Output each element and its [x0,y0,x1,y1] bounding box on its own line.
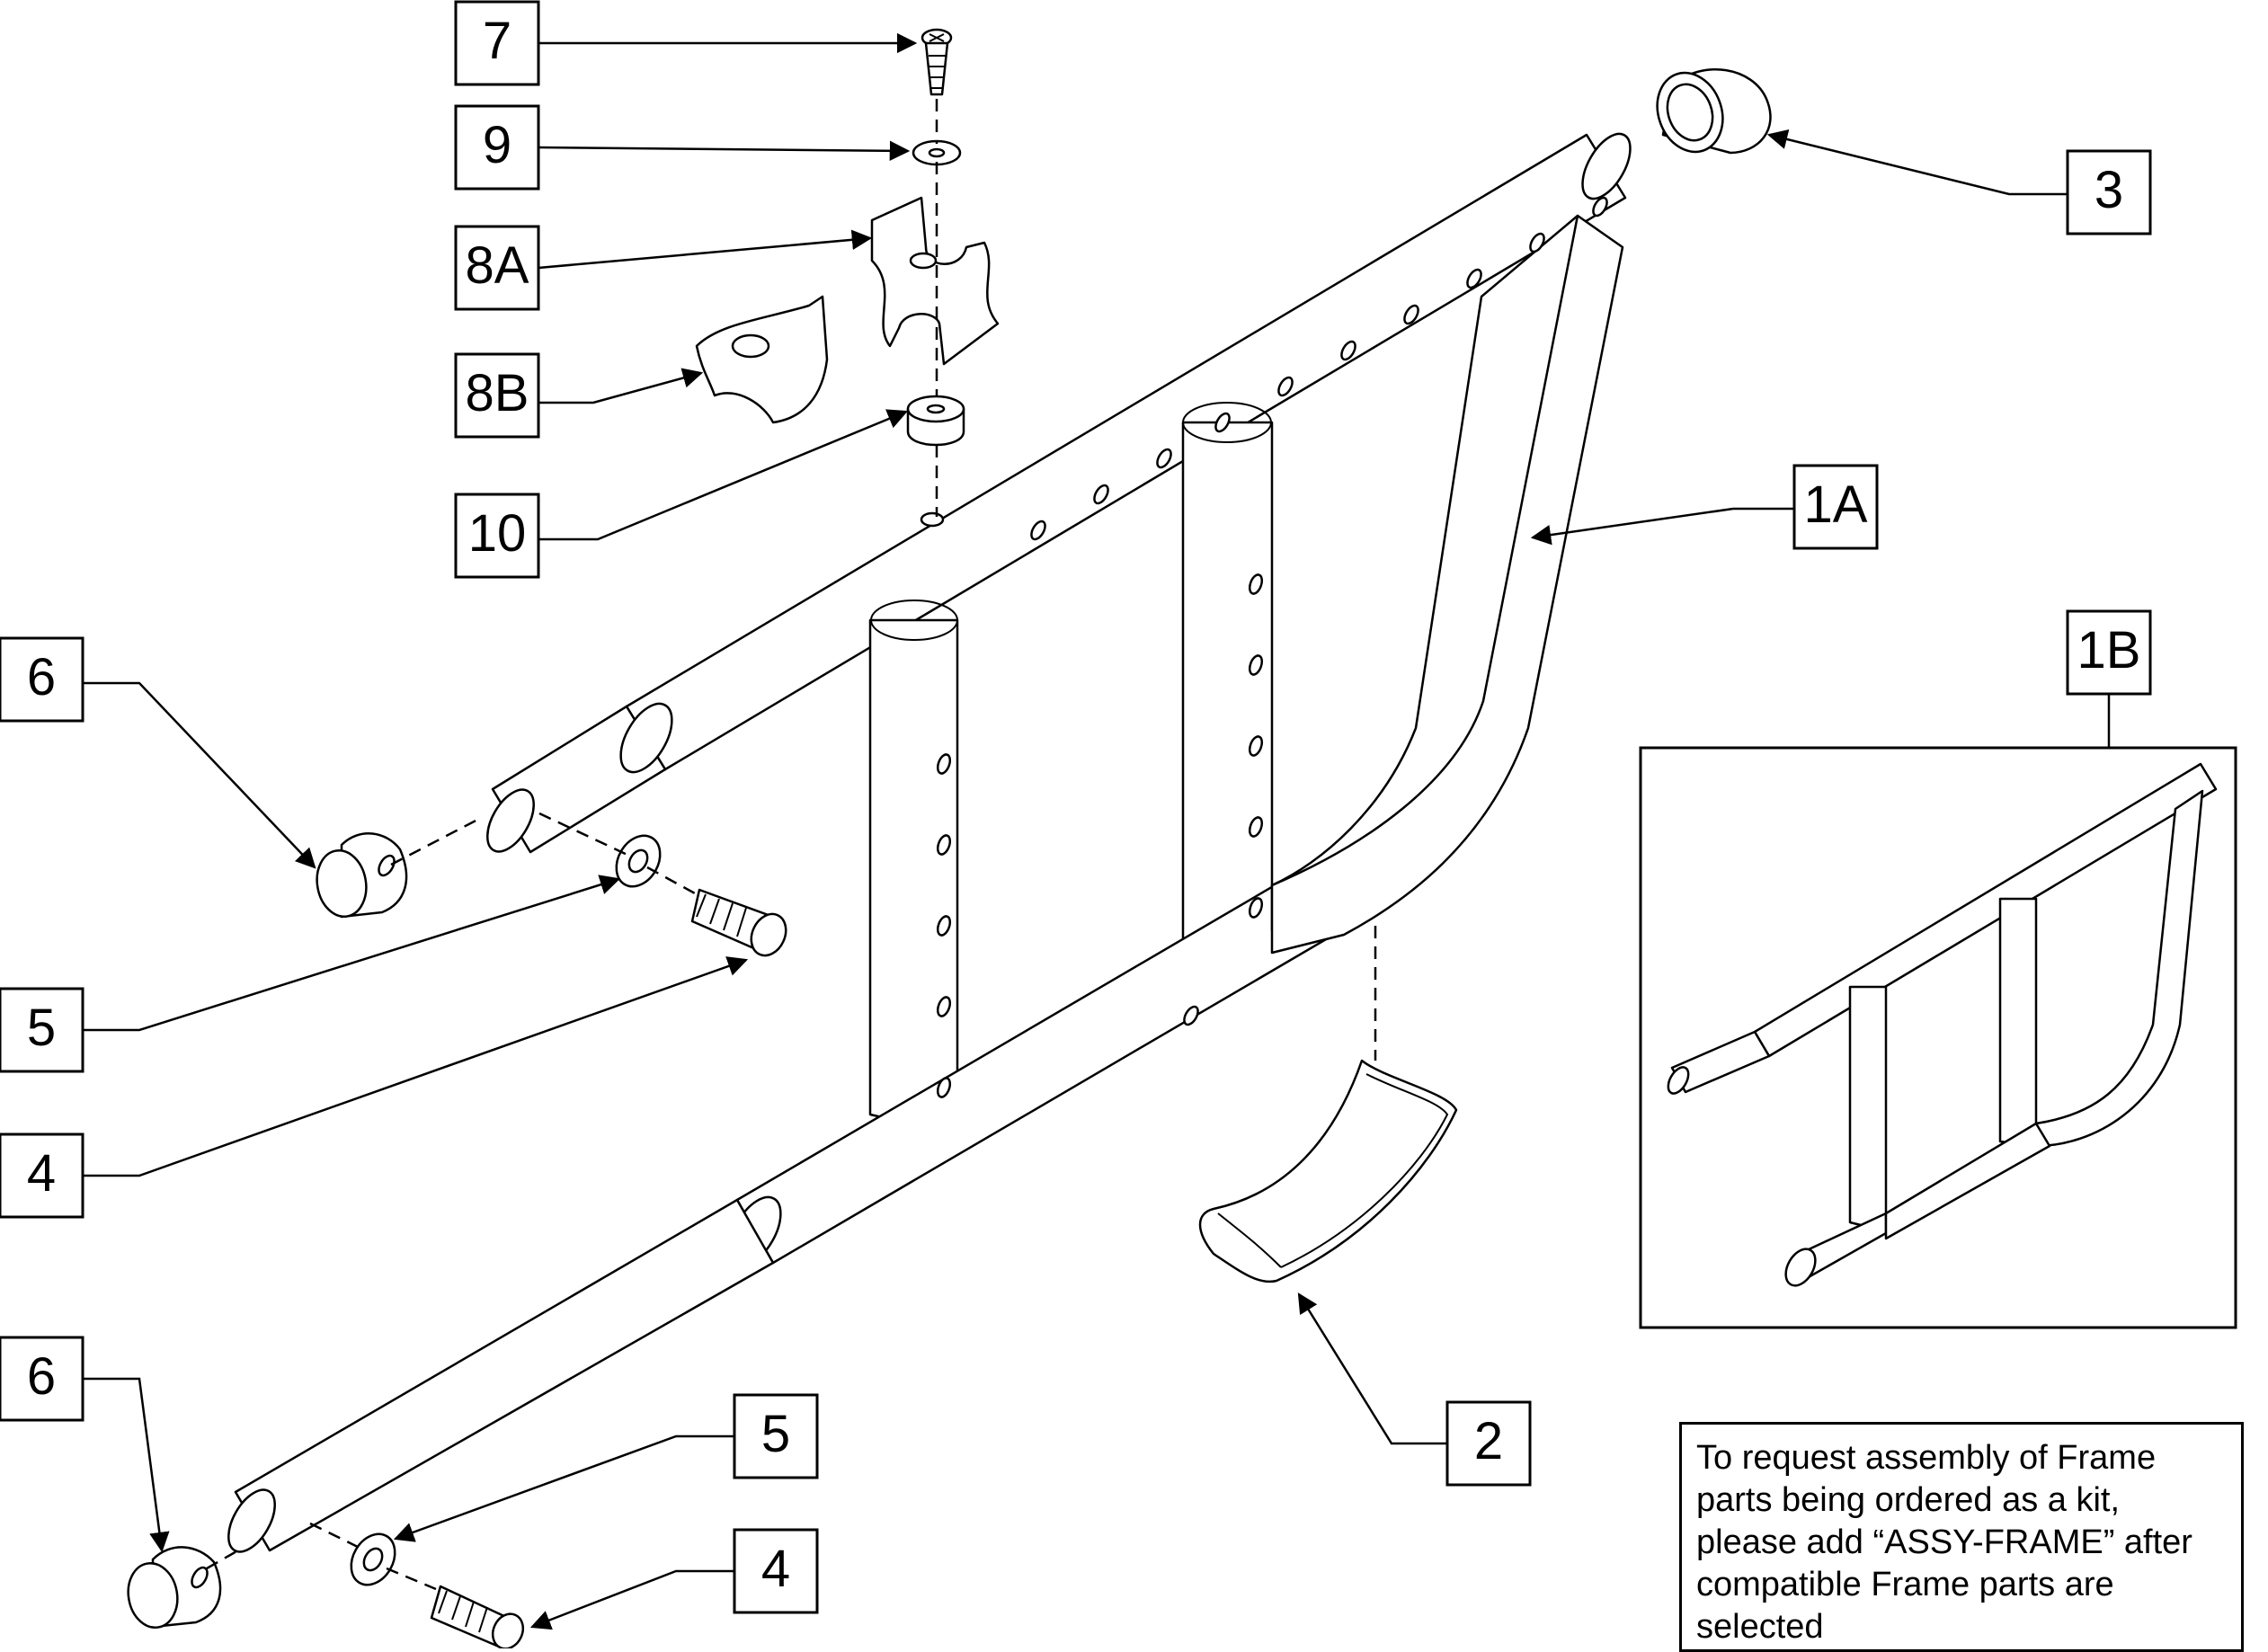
part-10-spacer [906,395,965,447]
part-4-top-bolt [690,888,787,957]
frame-1a [227,132,1632,1553]
callout-5-top: 5 [27,999,56,1057]
part-2-saddle [1198,1059,1458,1283]
callout-4-top-box [0,1132,84,1219]
callout-4-top: 4 [27,1144,56,1203]
callout-1b: 1B [2077,621,2141,679]
frame-1b-miniature [1667,762,2218,1287]
callout-6-bottom-box [0,1336,84,1422]
callout-3: 3 [2095,161,2123,219]
callout-9: 9 [483,116,511,174]
callout-9-box [454,104,540,191]
callout-2: 2 [1474,1412,1503,1470]
callout-3-box [2066,149,2152,235]
callout-1b-box [2066,609,2152,696]
callout-10: 10 [468,504,527,563]
callout-8b-box [454,352,540,439]
callout-1a: 1A [1804,475,1868,534]
callout-7-box [454,0,540,86]
callout-6-top: 6 [27,648,56,706]
callout-4-bottom: 4 [761,1540,790,1598]
part-9-washer [912,139,962,166]
part-6-bottom-plug [127,1546,222,1630]
part-8a-clamp [870,196,1000,366]
callout-10-box [454,493,540,579]
part-3-end-cap [1656,67,1772,155]
assembly-note: To request assembly of Frame parts being… [1679,1422,2244,1652]
part-5-bottom-washer [350,1532,396,1586]
callout-8b: 8B [466,364,529,422]
part-5-top-washer [615,834,662,888]
callouts: 7 9 8A 8B 10 3 1A 1B 6 5 [0,0,2152,1630]
callout-6-bottom: 6 [27,1347,56,1406]
callout-7: 7 [483,12,511,70]
callout-4-bottom-box [733,1528,819,1614]
top-tube-holes [920,196,1608,541]
part-4-bottom-bolt [430,1585,525,1648]
part-7-screw [921,28,953,96]
callout-1a-box [1792,464,1879,550]
inset-1b-frame [1639,746,2237,1329]
callout-5-bottom-box [733,1393,819,1479]
callout-6-top-box [0,636,84,723]
callout-5-bottom: 5 [761,1405,790,1463]
post-holes [936,573,1264,1098]
callout-8a: 8A [466,236,529,295]
part-6-top-plug [316,832,408,919]
part-8b-clamp [695,295,829,424]
